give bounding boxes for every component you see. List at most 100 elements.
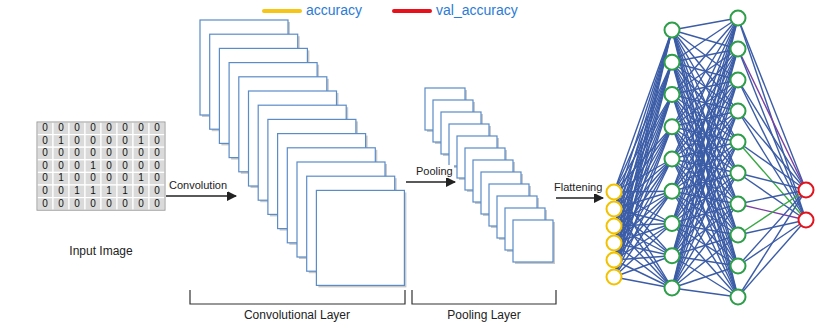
grid-cell: [69, 160, 85, 173]
table-cell: 0: [117, 172, 133, 185]
table-cell: 0: [101, 135, 117, 148]
table-cell: 0: [117, 198, 133, 211]
bracket: [190, 290, 405, 304]
grid-cell: [117, 172, 133, 185]
neuron-link: [738, 111, 806, 190]
grid-cell: [85, 135, 101, 148]
neuron-link: [614, 30, 672, 277]
neuron: [665, 216, 680, 231]
grid-cell: [101, 135, 117, 148]
neuron-link: [672, 204, 738, 288]
grid-cell: [133, 198, 149, 211]
table-cell: 1: [85, 160, 101, 173]
table-cell: 0: [69, 172, 85, 185]
table-cell: 0: [69, 160, 85, 173]
grid-cell: [117, 185, 133, 198]
table-cell: 1: [133, 135, 149, 148]
flow-arrows: [166, 182, 603, 198]
table-cell: 0: [69, 147, 85, 160]
neuron-link: [738, 49, 806, 190]
grid-cell: [37, 185, 53, 198]
grid-cell: [53, 172, 69, 185]
neuron-link: [738, 142, 806, 190]
operation-label: Flattening: [553, 181, 603, 194]
neuron-link: [738, 142, 806, 220]
table-cell: 0: [85, 135, 101, 148]
table-cell: 0: [149, 135, 165, 148]
grid-cell: [37, 172, 53, 185]
grid-cell: [149, 122, 165, 135]
feature-map: [316, 190, 404, 285]
flow-arrow: [166, 195, 236, 197]
neuron: [665, 119, 680, 134]
layer-label: Pooling Layer: [447, 309, 520, 323]
grid-cell: [53, 198, 69, 211]
grid-cell: [85, 122, 101, 135]
neuron: [731, 135, 746, 150]
neuron: [731, 11, 746, 26]
neuron-link: [614, 95, 672, 278]
neuron-link: [738, 18, 806, 220]
table-cell: 1: [53, 135, 69, 148]
grid-cell: [101, 160, 117, 173]
table-cell: 0: [149, 198, 165, 211]
table-cell: 0: [69, 135, 85, 148]
table-cell: 1: [53, 172, 69, 185]
table-cell: 0: [37, 160, 53, 173]
table-cell: 0: [53, 122, 69, 135]
table-cell: 0: [133, 185, 149, 198]
input-grid: [37, 122, 165, 210]
table-cell: 0: [101, 160, 117, 173]
neuron-link: [672, 288, 738, 297]
neuron-link: [614, 127, 672, 277]
legend-text: accuracy: [306, 2, 362, 18]
grid-cell: [85, 185, 101, 198]
table-cell: 0: [53, 160, 69, 173]
neuron-link: [738, 80, 806, 220]
table-cell: 0: [85, 122, 101, 135]
neuron-link: [672, 18, 738, 288]
table-cell: 0: [101, 172, 117, 185]
neuron: [607, 236, 622, 251]
neuron-link: [738, 173, 806, 190]
neuron: [607, 202, 622, 217]
grid-cell: [69, 198, 85, 211]
table-cell: 0: [85, 172, 101, 185]
table-cell: 0: [37, 198, 53, 211]
neuron-link: [672, 266, 738, 288]
neuron-link: [738, 190, 806, 297]
grid-cell: [101, 185, 117, 198]
grid-cell: [101, 122, 117, 135]
table-cell: 0: [37, 185, 53, 198]
table-cell: 0: [53, 147, 69, 160]
table-cell: 0: [133, 147, 149, 160]
grid-cell: [85, 160, 101, 173]
table-cell: 1: [85, 185, 101, 198]
table-cell: 0: [133, 198, 149, 211]
neuron: [731, 228, 746, 243]
grid-border: [37, 122, 165, 210]
table-cell: 0: [149, 160, 165, 173]
grid-cell: [149, 147, 165, 160]
table-cell: 0: [117, 160, 133, 173]
grid-cell: [69, 147, 85, 160]
legend-line: [392, 9, 432, 13]
table-cell: 0: [117, 147, 133, 160]
legend-text: val_accuracy: [436, 2, 518, 18]
neuron-link: [738, 80, 806, 190]
grid-cell: [85, 198, 101, 211]
table-cell: 1: [69, 185, 85, 198]
grid-cell: [149, 160, 165, 173]
neuron: [799, 183, 814, 198]
neuron-link: [672, 62, 738, 297]
neuron: [665, 55, 680, 70]
neuron-link: [614, 62, 672, 277]
neuron-link: [738, 190, 806, 266]
table-cell: 0: [101, 122, 117, 135]
neuron-link: [614, 256, 672, 277]
table-cell: 0: [133, 160, 149, 173]
grid-cell: [37, 135, 53, 148]
dense-network: [607, 11, 814, 305]
neuron: [731, 290, 746, 305]
